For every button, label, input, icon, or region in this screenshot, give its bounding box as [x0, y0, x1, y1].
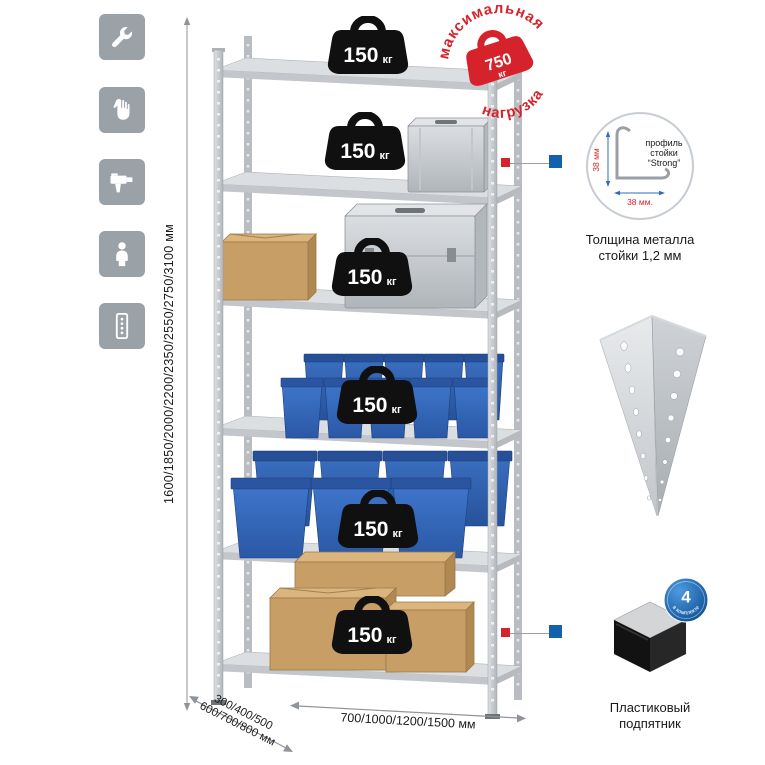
svg-text:стойки: стойки — [650, 148, 678, 158]
red-marker-top — [501, 158, 510, 167]
svg-text:профиль: профиль — [645, 138, 683, 148]
person-icon — [99, 231, 145, 277]
kit-count-badge: 4 в комплекте — [663, 577, 709, 623]
svg-text:нагрузка: нагрузка — [476, 83, 552, 130]
cardboard-box-middle — [221, 233, 317, 301]
profile-caption: Толщина металла стойки 1,2 мм — [585, 232, 695, 263]
red-marker-bottom — [501, 628, 510, 637]
post-profile-callout: 38 мм 38 мм. профиль стойки “Strong” — [586, 112, 694, 220]
profile-label: профиль стойки “Strong” — [645, 138, 683, 168]
corner-post-image — [599, 314, 707, 517]
drill-icon — [99, 159, 145, 205]
svg-text:“Strong”: “Strong” — [648, 158, 681, 168]
rack-front-posts — [211, 48, 500, 719]
height-dimension-line — [183, 17, 191, 711]
blue-marker-bottom — [549, 625, 562, 638]
profile-dim-vertical: 38 мм — [591, 148, 601, 172]
profile-dim-horizontal: 38 мм. — [627, 197, 653, 207]
profile-drawing — [615, 126, 671, 180]
height-dimension-label: 1600/1850/2000/2200/2350/2550/2750/3100 … — [162, 223, 176, 505]
callout-connector-bottom — [505, 633, 561, 634]
width-dimension-line — [290, 701, 526, 723]
stamp-unit: кг — [497, 68, 508, 80]
max-load-stamp: максимальная нагрузка 750 кг — [424, 0, 565, 130]
load-value: 150 — [343, 44, 379, 67]
kit-count-arc-text: в комплекте — [671, 605, 701, 617]
wrench-icon — [99, 14, 145, 60]
load-unit: кг — [382, 53, 393, 66]
profile-dim-lines — [607, 134, 662, 194]
cardboard-boxes-bottom — [269, 551, 475, 673]
rack-back-posts — [244, 36, 522, 700]
stamp-arc-bottom: нагрузка — [476, 83, 552, 131]
foot-caption: Пластиковый подпятник — [609, 700, 691, 731]
rack-profile-icon — [99, 303, 145, 349]
svg-text:в комплекте: в комплекте — [671, 605, 701, 617]
depth-dimension-line — [189, 696, 293, 752]
blue-marker-top — [549, 155, 562, 168]
kit-count-value: 4 — [681, 588, 691, 607]
gloves-icon — [99, 87, 145, 133]
stamp-weight-icon — [466, 30, 534, 86]
callout-connector-top — [505, 163, 561, 164]
